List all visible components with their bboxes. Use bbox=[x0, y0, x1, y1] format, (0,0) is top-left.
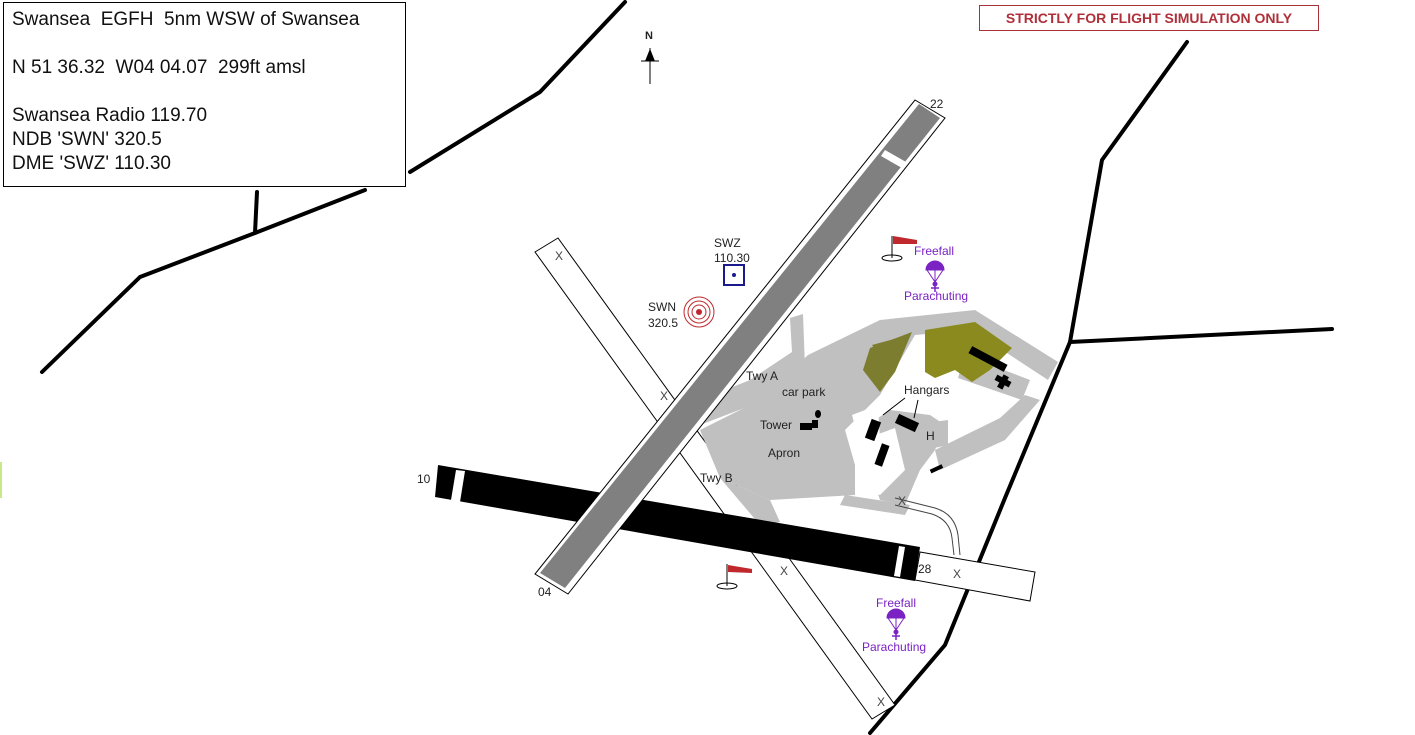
radio-frequency: Swansea Radio 119.70 bbox=[12, 105, 208, 126]
hangars-pointer bbox=[882, 397, 919, 419]
svg-text:X: X bbox=[555, 249, 563, 263]
road-east bbox=[868, 40, 1189, 735]
ndb-frequency: NDB 'SWN' 320.5 bbox=[12, 129, 162, 150]
helipad-label: H bbox=[926, 429, 935, 443]
disused-runway-east bbox=[914, 551, 1036, 602]
parachuting-label-north-line2: Parachuting bbox=[904, 289, 969, 303]
windsock-icon bbox=[716, 564, 752, 590]
grass-area-east bbox=[925, 322, 1012, 382]
windsock-icon bbox=[881, 236, 917, 262]
edge-mark bbox=[0, 462, 2, 498]
ndb-icon bbox=[683, 296, 715, 328]
parachute-icon bbox=[925, 260, 945, 292]
dme-frequency: DME 'SWZ' 110.30 bbox=[12, 153, 171, 174]
tower-label: Tower bbox=[760, 418, 793, 432]
hangars-label: Hangars bbox=[904, 383, 950, 397]
car-park-label: car park bbox=[782, 385, 826, 399]
taxiway-a-label: Twy A bbox=[746, 369, 779, 383]
runway-04-22 bbox=[534, 99, 946, 595]
north-label: N bbox=[645, 30, 653, 42]
dme-icon bbox=[723, 264, 745, 286]
ndb-freq: 320.5 bbox=[648, 316, 679, 330]
apron-label: Apron bbox=[768, 446, 801, 460]
runway-label-28: 28 bbox=[918, 562, 932, 576]
buildings bbox=[800, 346, 1012, 474]
airfield-title: Swansea EGFH 5nm WSW of Swansea bbox=[12, 9, 360, 30]
parachuting-label-north-line1: Freefall bbox=[914, 244, 955, 258]
svg-text:X: X bbox=[660, 389, 668, 403]
taxiway-b-label: Twy B bbox=[700, 471, 733, 485]
closed-marks: X X X X X X bbox=[555, 249, 961, 709]
runway-label-04: 04 bbox=[538, 585, 552, 599]
parachuting-label-south-line2: Parachuting bbox=[862, 640, 927, 654]
parachuting-label-south-line1: Freefall bbox=[876, 596, 917, 610]
road-west-spur bbox=[253, 190, 259, 235]
runway-label-10: 10 bbox=[417, 472, 431, 486]
dme-ident: SWZ bbox=[714, 236, 741, 250]
svg-text:X: X bbox=[780, 564, 788, 578]
dme-freq: 110.30 bbox=[714, 251, 750, 265]
north-arrow-icon bbox=[641, 48, 659, 84]
disclaimer-banner: STRICTLY FOR FLIGHT SIMULATION ONLY bbox=[979, 5, 1319, 31]
runway-10-28 bbox=[435, 465, 920, 581]
svg-text:X: X bbox=[877, 695, 885, 709]
svg-text:X: X bbox=[898, 494, 906, 508]
svg-text:X: X bbox=[953, 567, 961, 581]
airfield-position: N 51 36.32 W04 04.07 299ft amsl bbox=[12, 57, 306, 78]
ndb-ident: SWN bbox=[648, 300, 676, 314]
disused-runway-nw-se bbox=[534, 237, 896, 720]
grass-area-wedge bbox=[872, 336, 905, 352]
runway-label-22: 22 bbox=[930, 97, 944, 111]
access-track bbox=[894, 497, 961, 556]
road-west bbox=[40, 188, 367, 374]
airfield-info-box: Swansea EGFH 5nm WSW of Swansea N 51 36.… bbox=[3, 2, 406, 187]
roads bbox=[40, 0, 1334, 735]
road-northwest bbox=[408, 0, 627, 174]
road-east-branch bbox=[1068, 327, 1334, 344]
parachute-icon bbox=[886, 608, 906, 640]
